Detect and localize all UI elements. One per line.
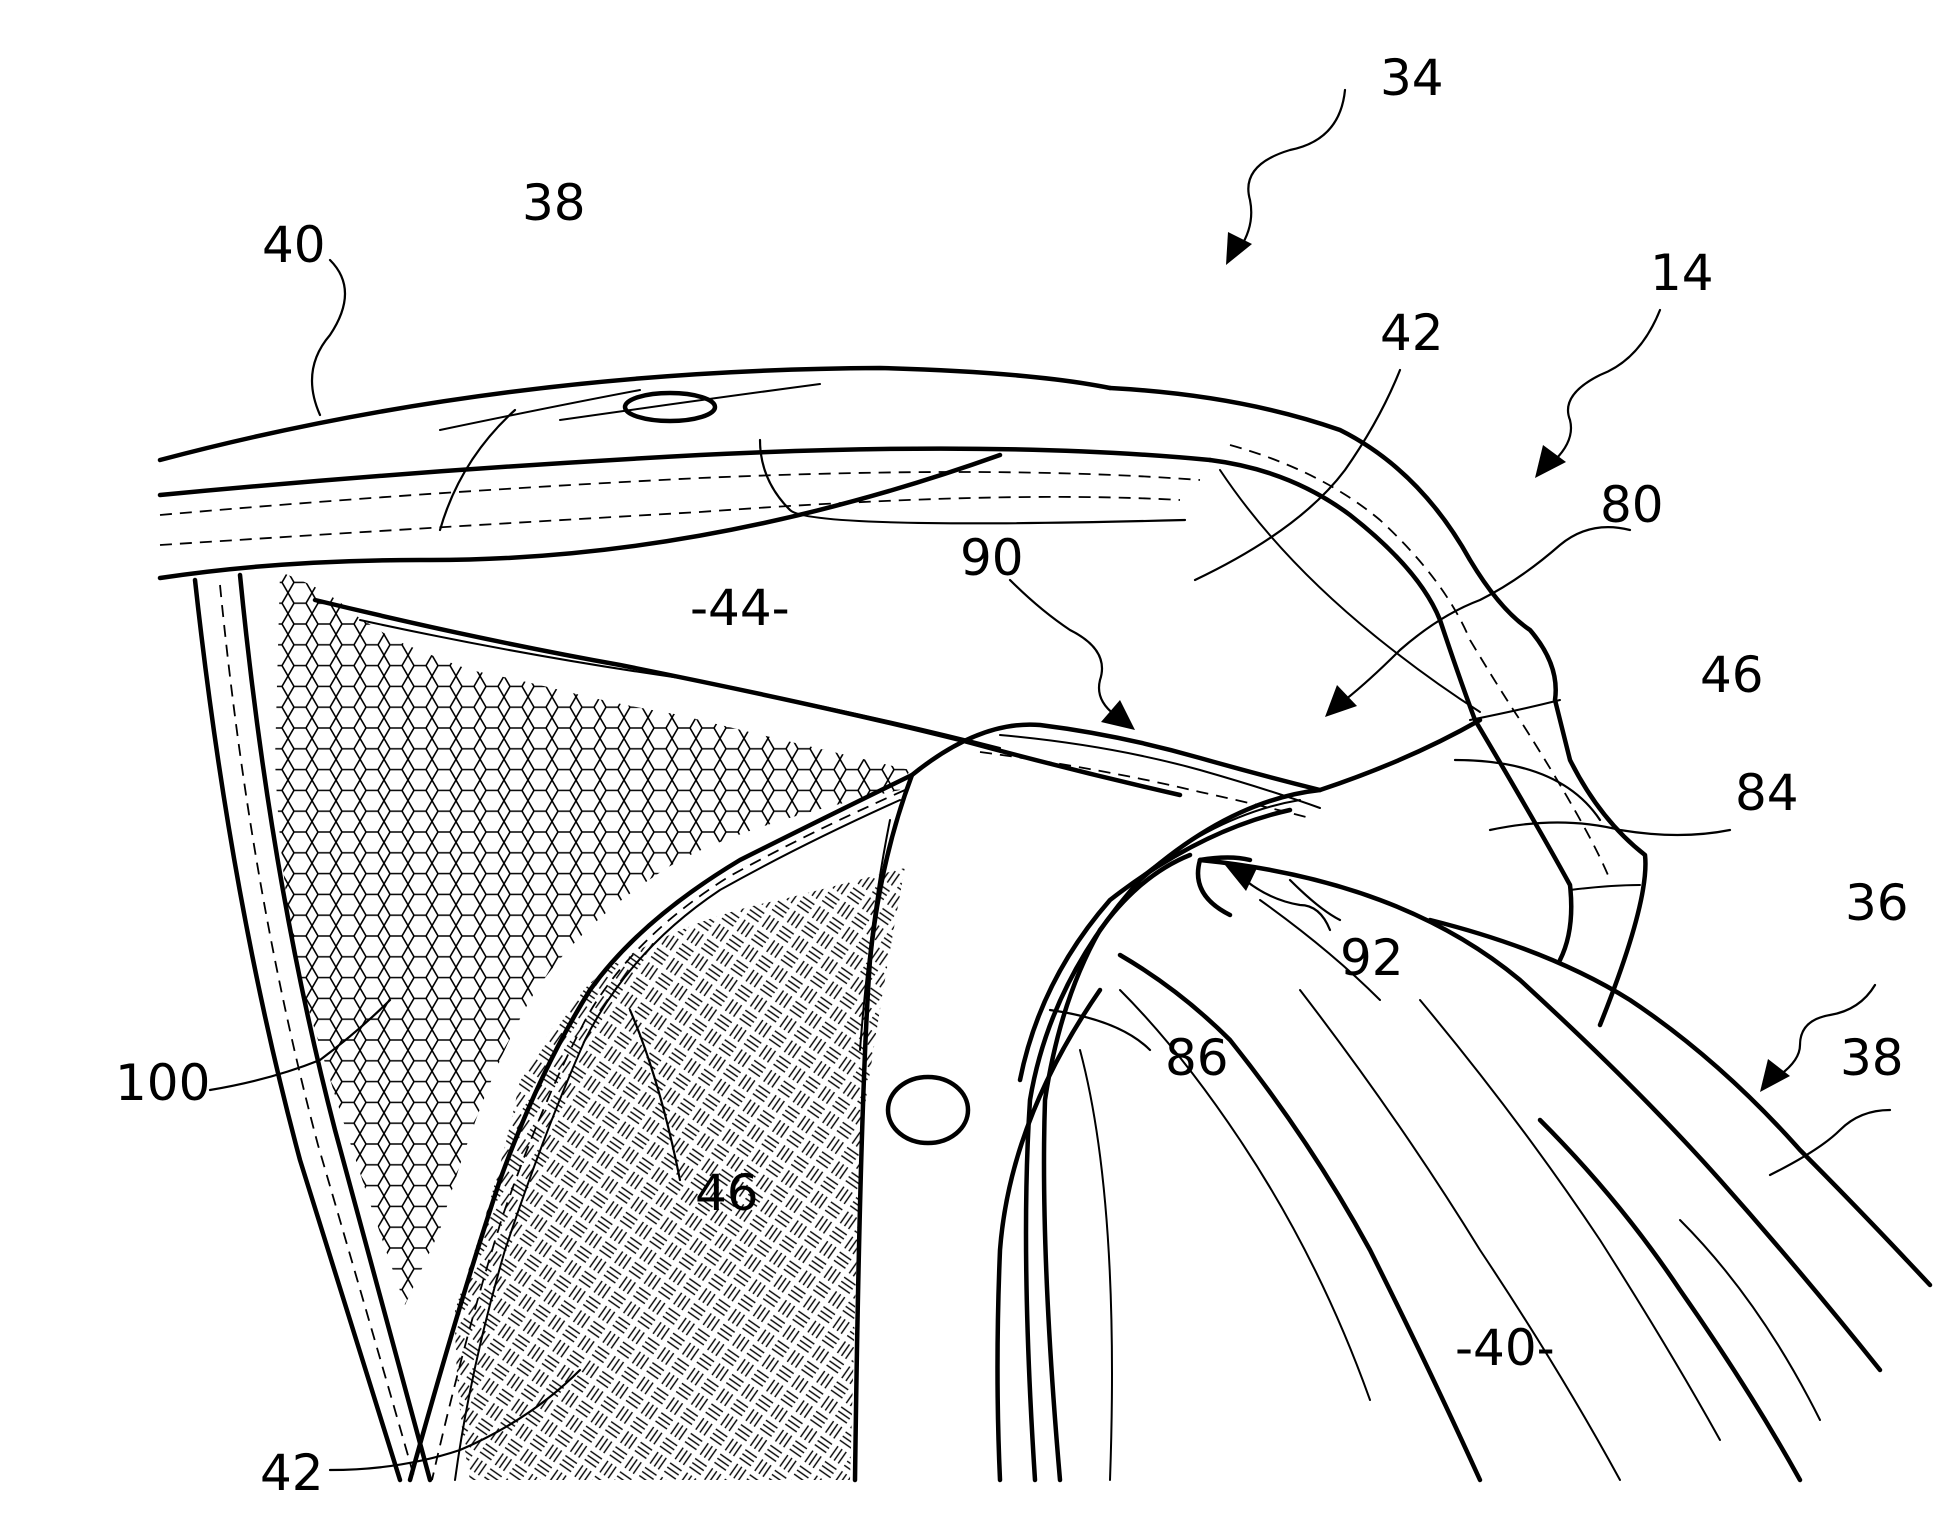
ref-42-top: 42	[1380, 304, 1444, 362]
ref-40-top: 40	[262, 216, 326, 274]
ref-14: 14	[1650, 244, 1714, 302]
ref-92: 92	[1340, 929, 1404, 987]
ref-100: 100	[115, 1054, 210, 1112]
ref-42-bottom: 42	[260, 1444, 324, 1502]
ref-46-right: 46	[1700, 646, 1764, 704]
ref-90: 90	[960, 529, 1024, 587]
ref-84: 84	[1735, 764, 1799, 822]
ref-36: 36	[1845, 874, 1909, 932]
ref-44: -44-	[690, 579, 790, 637]
ref-80: 80	[1600, 476, 1664, 534]
ref-34: 34	[1380, 49, 1444, 107]
ref-46-center: 46	[695, 1164, 759, 1222]
ref-38-top: 38	[522, 174, 586, 232]
ref-40-bottom: -40-	[1455, 1319, 1555, 1377]
ref-38-right: 38	[1840, 1029, 1904, 1087]
ref-86: 86	[1165, 1029, 1229, 1087]
